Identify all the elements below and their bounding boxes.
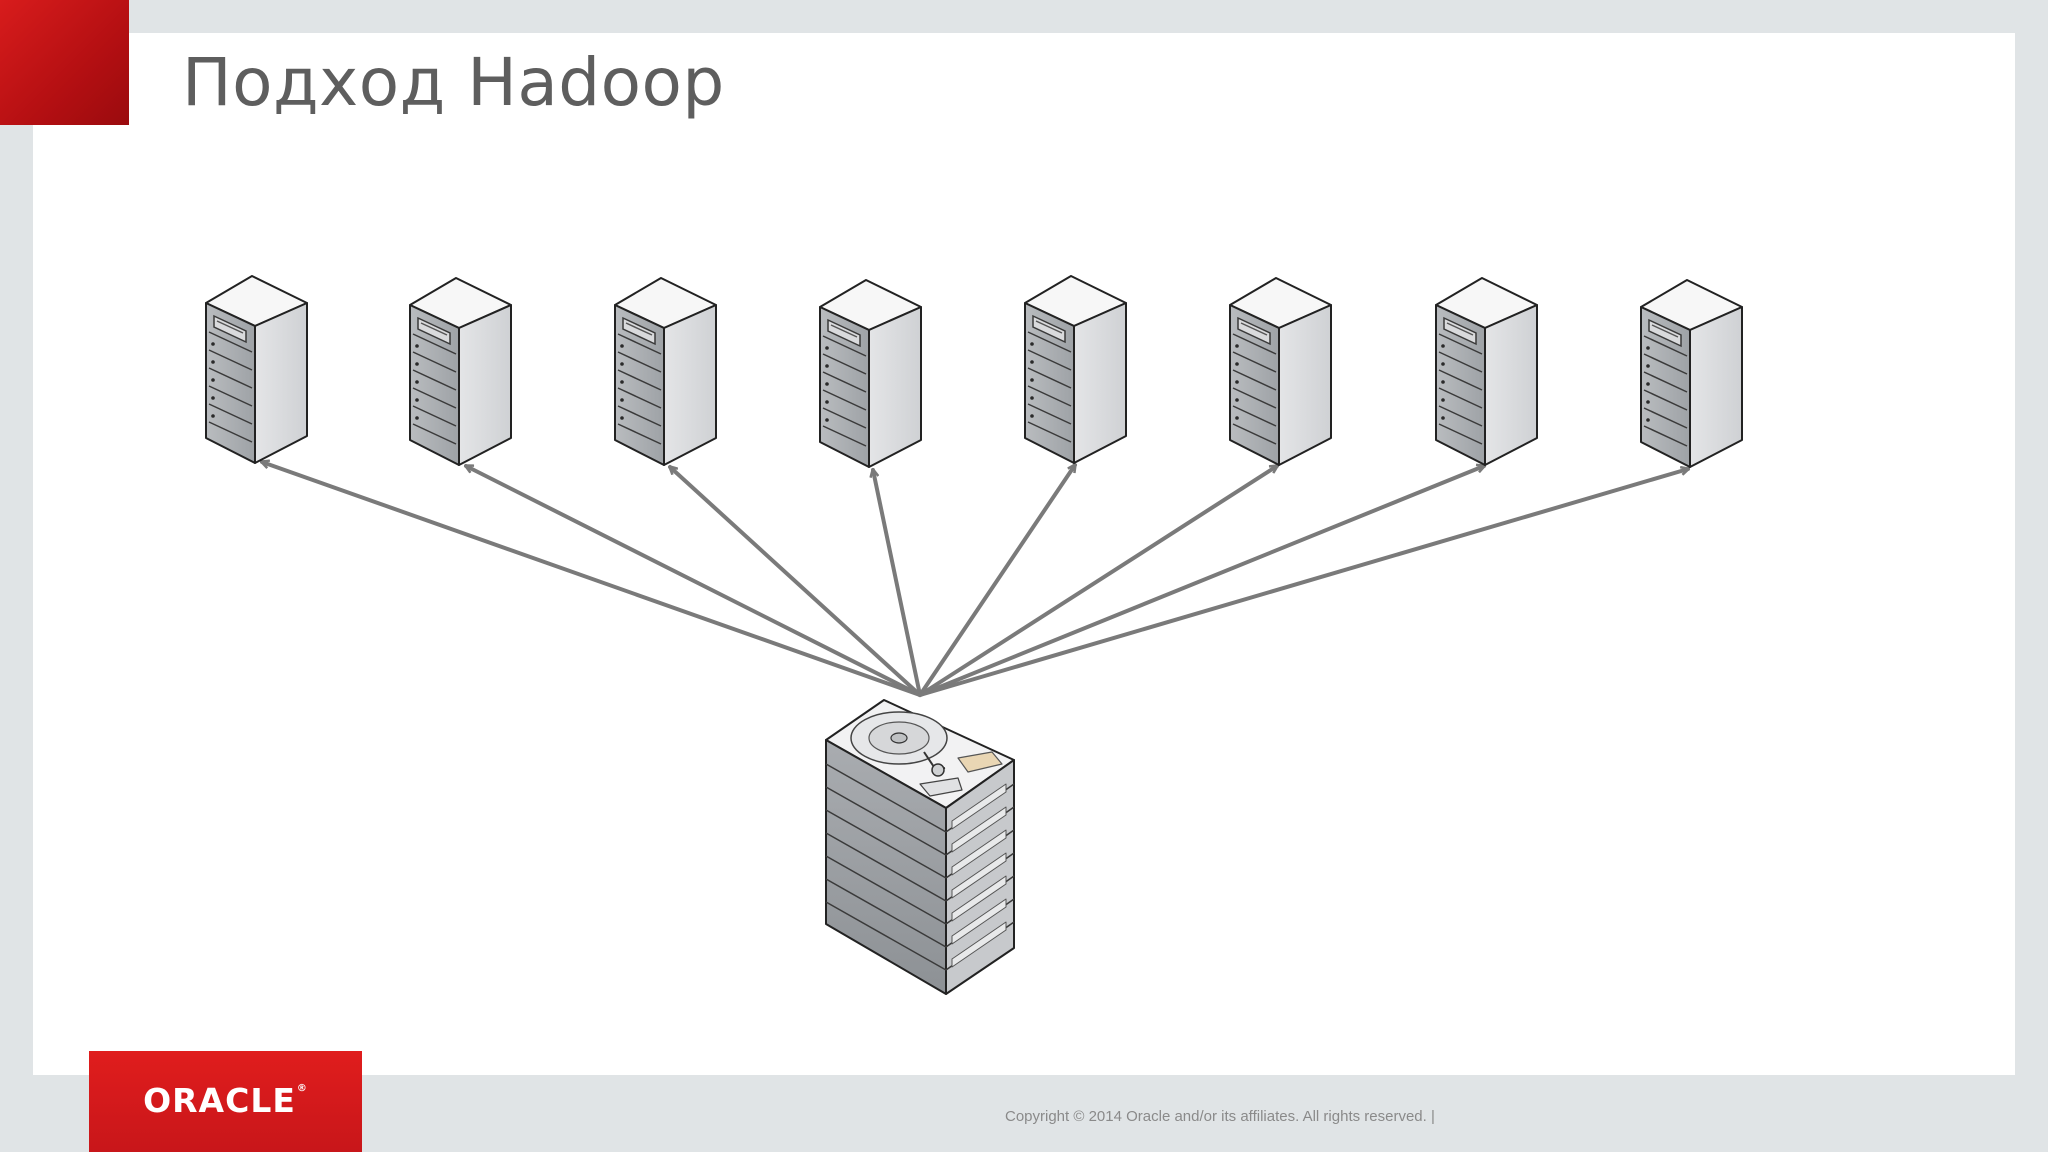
arrow-to-server-7 bbox=[918, 466, 1484, 697]
connection-arrows bbox=[262, 462, 1688, 697]
server-1 bbox=[205, 275, 308, 464]
server-3 bbox=[614, 277, 717, 466]
registered-mark: ® bbox=[296, 1083, 308, 1094]
server-5 bbox=[1024, 275, 1127, 464]
server-2 bbox=[409, 277, 512, 466]
arrow-to-server-5 bbox=[918, 465, 1077, 697]
arrow-to-server-4 bbox=[873, 470, 922, 697]
oracle-logo-text: ORACLE bbox=[143, 1081, 296, 1120]
slide-title: Подход Hadoop bbox=[182, 44, 725, 121]
slide-canvas bbox=[33, 33, 2015, 1075]
oracle-logo: ORACLE® bbox=[89, 1081, 362, 1120]
arrow-to-server-8 bbox=[918, 469, 1688, 697]
server-6 bbox=[1229, 277, 1332, 466]
server-7 bbox=[1435, 277, 1538, 466]
arrow-to-server-3 bbox=[668, 465, 922, 697]
server-8 bbox=[1640, 279, 1743, 468]
copyright-notice: Copyright © 2014 Oracle and/or its affil… bbox=[1005, 1108, 1435, 1125]
arrow-to-server-1 bbox=[262, 462, 922, 697]
oracle-logo-box: ORACLE® bbox=[89, 1051, 362, 1152]
storage-array bbox=[825, 699, 1015, 995]
arrow-to-server-6 bbox=[918, 464, 1277, 697]
red-corner-accent bbox=[0, 0, 129, 125]
server-4 bbox=[819, 279, 922, 468]
arrow-to-server-2 bbox=[466, 464, 922, 697]
